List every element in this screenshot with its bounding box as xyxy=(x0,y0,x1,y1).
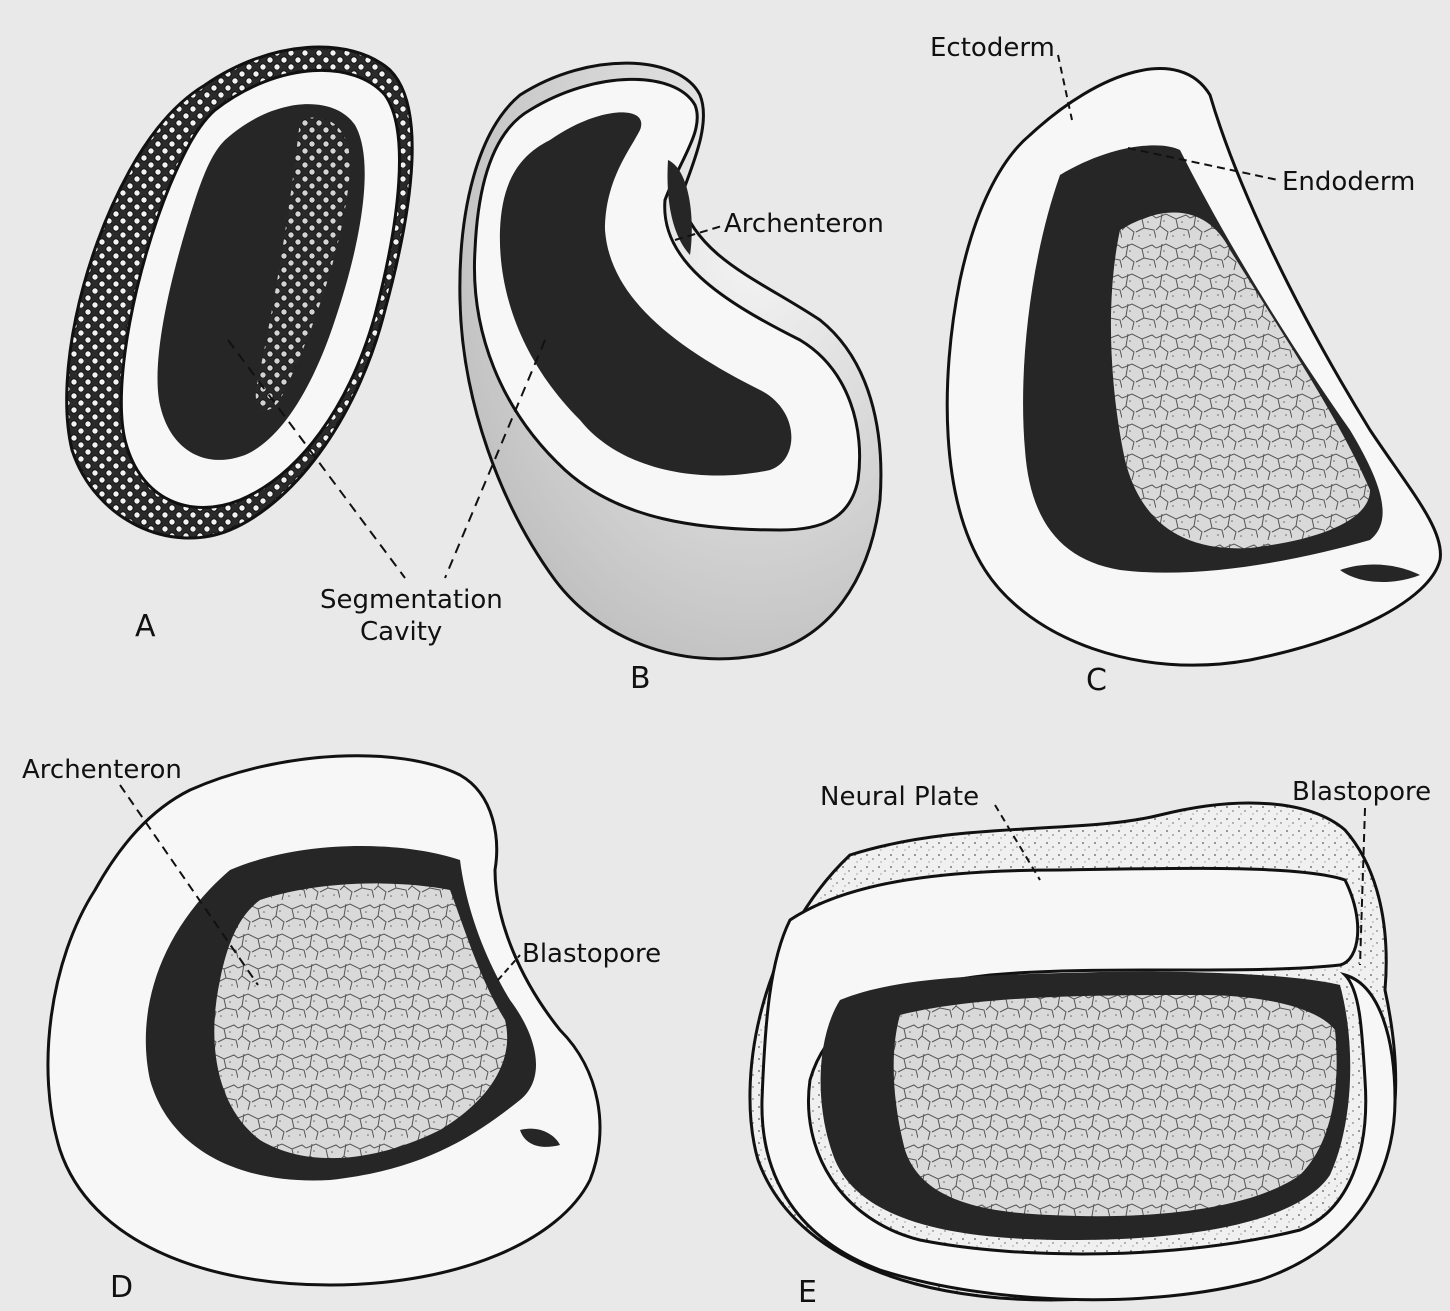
archenteron-d-label: Archenteron xyxy=(22,755,182,785)
panel-a-embryo xyxy=(67,47,413,538)
panel-b-letter: B xyxy=(630,661,651,696)
panel-b-embryo xyxy=(460,63,881,659)
archenteron-b-label: Archenteron xyxy=(724,209,884,239)
panel-c-letter: C xyxy=(1086,663,1107,698)
blastopore-d-label: Blastopore xyxy=(522,939,661,969)
ectoderm-label: Ectoderm xyxy=(930,33,1055,63)
panel-e-letter: E xyxy=(798,1275,817,1310)
endoderm-label: Endoderm xyxy=(1282,167,1415,197)
panel-d-letter: D xyxy=(110,1270,133,1305)
panel-a-letter: A xyxy=(135,609,156,644)
ectoderm-label-group: Ectoderm xyxy=(930,33,1072,120)
panel-d-embryo xyxy=(48,756,600,1285)
blastopore-e-label: Blastopore xyxy=(1292,777,1431,807)
neural-plate-label: Neural Plate xyxy=(820,782,979,812)
panel-c-embryo xyxy=(947,69,1440,666)
archenteron-b-label-group: Archenteron xyxy=(675,209,884,240)
segmentation-cavity-label-line1: Segmentation xyxy=(320,585,503,615)
segmentation-cavity-label-line2: Cavity xyxy=(360,617,442,647)
panel-e-yolk-cells xyxy=(894,995,1337,1216)
panel-e-embryo xyxy=(750,803,1396,1300)
